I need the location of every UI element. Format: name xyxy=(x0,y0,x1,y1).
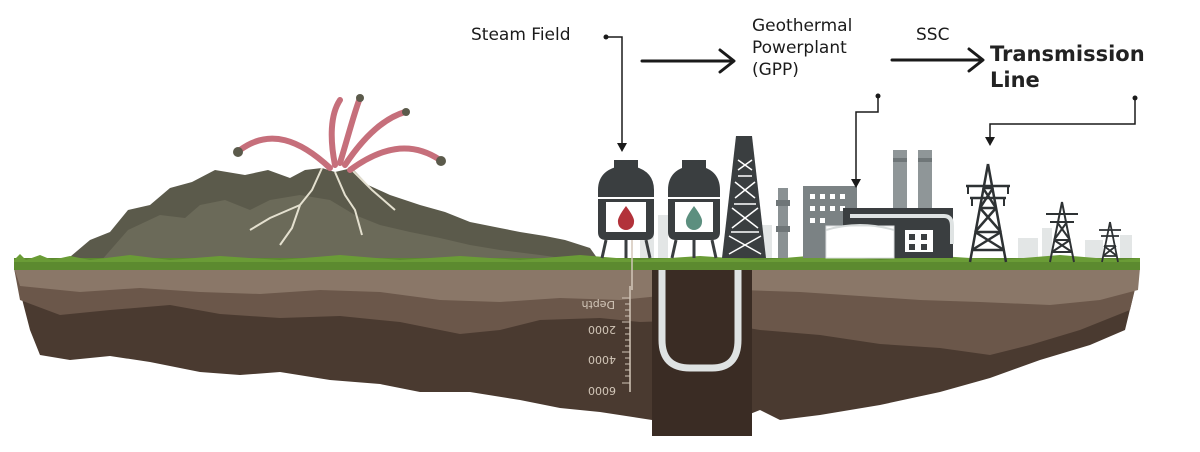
arrow-down-icon xyxy=(617,143,627,152)
arrow-right-icon xyxy=(967,47,985,73)
callout-lines xyxy=(606,36,1136,180)
steam-tank-red xyxy=(598,160,654,259)
plant-pipe xyxy=(850,214,954,244)
flow-arrow-gpp-to-transmission xyxy=(890,47,985,73)
label-steam-field: Steam Field xyxy=(471,25,571,45)
separator-unit xyxy=(776,188,790,258)
geothermal-powerplant-building xyxy=(803,150,954,259)
borehole-pipe xyxy=(658,270,742,372)
transmission-tower-small xyxy=(1099,221,1121,263)
lava-bombs xyxy=(233,94,446,166)
callout-dots xyxy=(603,34,1138,101)
drop-green-icon xyxy=(685,206,703,230)
label-geothermal-powerplant: Geothermal Powerplant (GPP) xyxy=(752,16,853,80)
drilling-rig xyxy=(722,136,766,258)
depth-tick-2000: 2000 xyxy=(588,323,616,336)
lava-plumes xyxy=(237,95,443,173)
steam-field-connector xyxy=(606,36,623,144)
flow-arrow-steam-to-gpp xyxy=(640,48,736,74)
depth-ruler: Depth 2000 4000 6000 xyxy=(581,286,631,397)
soil-layer-top xyxy=(14,268,1140,305)
steam-tank-green xyxy=(668,160,720,259)
drop-red-icon xyxy=(617,206,635,230)
transmission-connector xyxy=(989,98,1136,138)
gpp-connector xyxy=(855,96,879,180)
volcano-shade xyxy=(100,195,590,262)
arrow-right-icon xyxy=(718,48,736,74)
grass-blades xyxy=(14,254,1140,262)
volcano xyxy=(64,94,600,262)
soil-cross-section xyxy=(14,268,1140,436)
transmission-tower-large xyxy=(966,163,1010,263)
label-transmission-line: Transmission Line xyxy=(990,42,1145,92)
depth-tick-4000: 4000 xyxy=(588,353,616,366)
depth-title: Depth xyxy=(581,298,615,311)
label-ssc: SSC xyxy=(916,25,950,45)
lava-cracks xyxy=(249,167,396,246)
depth-tick-6000: 6000 xyxy=(588,384,616,397)
callout-arrowheads xyxy=(617,137,995,188)
arrow-down-icon xyxy=(851,179,861,188)
transmission-tower-medium xyxy=(1046,201,1078,263)
arrow-down-icon xyxy=(985,137,995,146)
